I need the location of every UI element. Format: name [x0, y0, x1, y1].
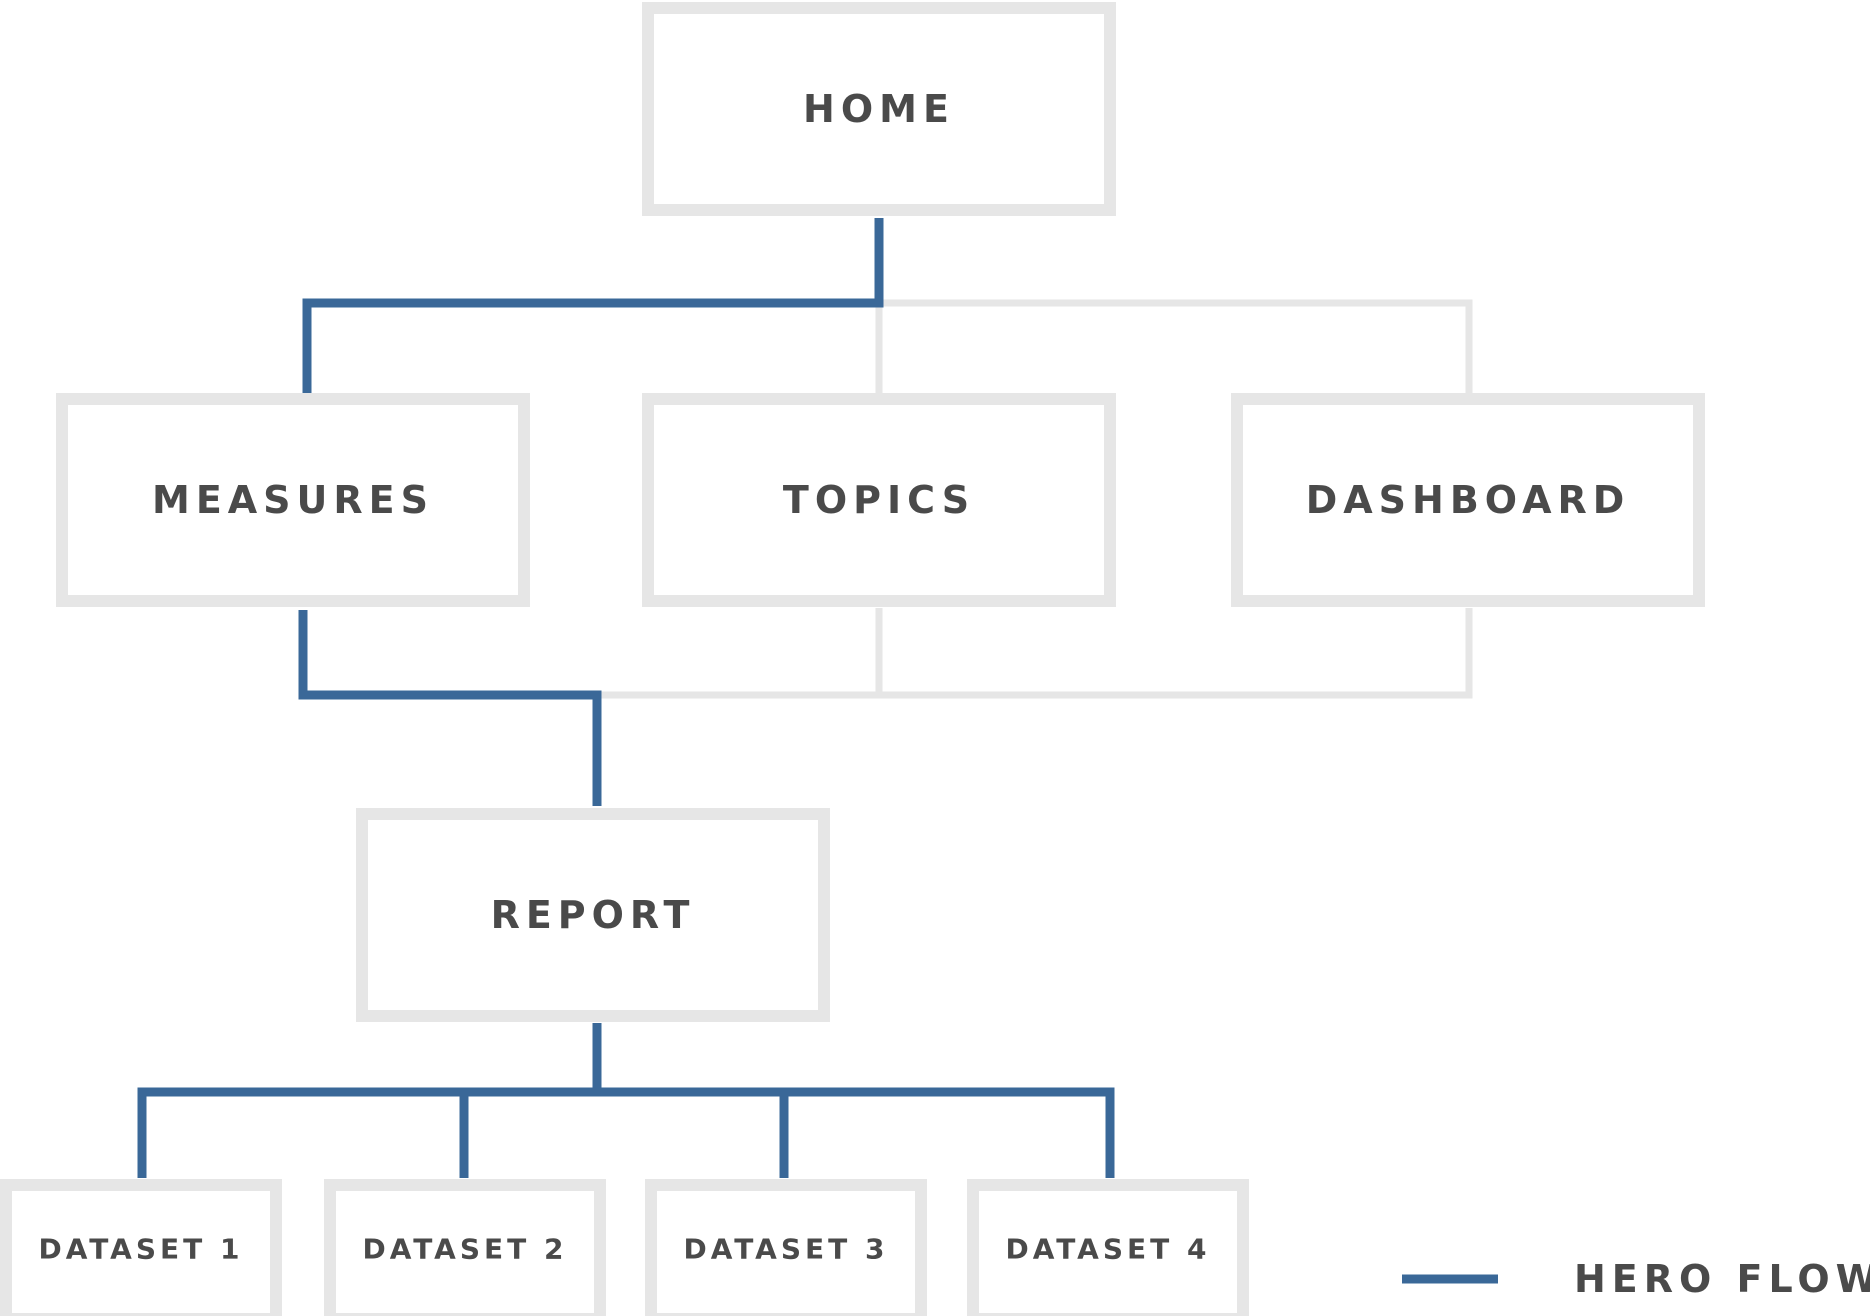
- node-label: DATASET 2: [363, 1233, 568, 1266]
- hero-connector-home-measures: [302, 218, 884, 393]
- node-label: DASHBOARD: [1306, 478, 1631, 522]
- hero-flow-connectors: [137, 218, 1115, 1178]
- legend: HERO FLOW: [1402, 1257, 1870, 1301]
- node-box: [56, 393, 530, 607]
- node-label: DATASET 3: [684, 1233, 889, 1266]
- node-measures: MEASURES: [56, 393, 530, 607]
- node-box: [1231, 393, 1705, 607]
- node-label: HOME: [803, 87, 955, 131]
- node-label: DATASET 1: [39, 1233, 244, 1266]
- node-box: [967, 1179, 1249, 1316]
- hero-connector-report-datasets: [137, 1023, 1115, 1178]
- node-box: [0, 1179, 282, 1316]
- node-report: REPORT: [356, 808, 830, 1022]
- node-box: [642, 2, 1116, 216]
- node-dashboard: DASHBOARD: [1231, 393, 1705, 607]
- node-dataset-1: DATASET 1: [0, 1179, 282, 1316]
- node-dataset-2: DATASET 2: [324, 1179, 606, 1316]
- node-dataset-3: DATASET 3: [645, 1179, 927, 1316]
- node-box: [642, 393, 1116, 607]
- hero-flow-legend-label: HERO FLOW: [1574, 1257, 1870, 1301]
- connector-topics-dashboard-report: [597, 608, 1473, 699]
- node-topics: TOPICS: [642, 393, 1116, 607]
- grey-connectors: [597, 299, 1473, 699]
- node-label: TOPICS: [783, 478, 975, 522]
- node-home: HOME: [642, 2, 1116, 216]
- hero-connector-measures-report: [298, 610, 602, 806]
- node-box: [645, 1179, 927, 1316]
- node-label: REPORT: [491, 893, 696, 937]
- node-box: [324, 1179, 606, 1316]
- node-dataset-4: DATASET 4: [967, 1179, 1249, 1316]
- connector-home-topics-dashboard: [879, 299, 1473, 395]
- node-label: MEASURES: [152, 478, 434, 522]
- node-box: [356, 808, 830, 1022]
- node-label: DATASET 4: [1006, 1233, 1211, 1266]
